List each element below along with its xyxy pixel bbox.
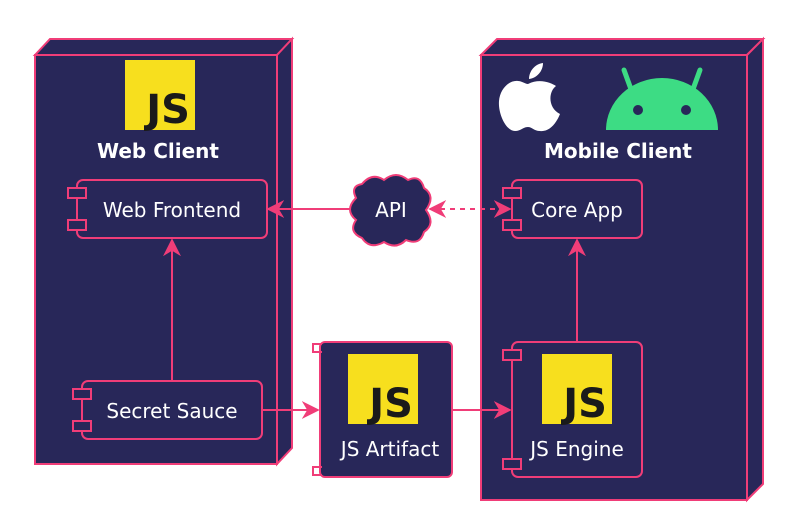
api-cloud: API	[349, 174, 432, 247]
js-engine-label: JS Engine	[528, 437, 624, 461]
js-artifact: JS JS Artifact	[312, 341, 453, 478]
web-frontend-label: Web Frontend	[103, 198, 241, 222]
web-frontend-component: Web Frontend	[67, 179, 268, 239]
js-logo-icon: JS	[348, 354, 418, 427]
js-logo-icon: JS	[542, 354, 612, 427]
apple-icon	[498, 63, 560, 132]
web-client-title: Web Client	[97, 139, 219, 163]
js-artifact-label: JS Artifact	[339, 437, 440, 461]
api-label: API	[375, 198, 407, 222]
core-app-component: Core App	[502, 179, 643, 239]
js-logo-text: JS	[560, 381, 607, 427]
secret-sauce-label: Secret Sauce	[106, 399, 237, 423]
js-logo-icon: JS	[125, 60, 195, 133]
js-engine-component: JS JS Engine	[502, 341, 643, 478]
secret-sauce-component: Secret Sauce	[72, 380, 263, 440]
mobile-client-title: Mobile Client	[544, 139, 692, 163]
js-logo-text: JS	[143, 87, 190, 133]
android-icon	[606, 67, 718, 130]
js-logo-text: JS	[366, 381, 413, 427]
core-app-label: Core App	[531, 198, 623, 222]
